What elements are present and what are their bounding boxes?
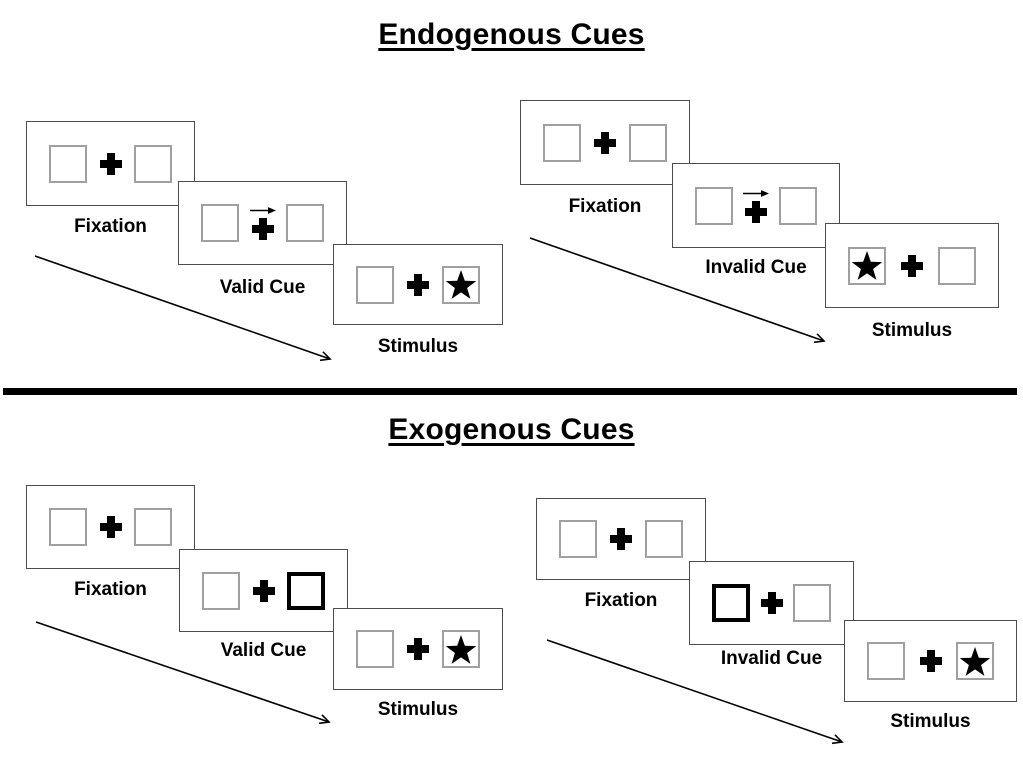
fixation-cross-icon — [251, 218, 274, 240]
placeholder-box-right — [645, 520, 683, 558]
exogenous-valid-cue-panel — [179, 549, 348, 632]
placeholder-box-right — [286, 204, 324, 242]
panel-label-fixation: Fixation — [74, 216, 147, 237]
endogenous-invalid-cue-panel — [672, 163, 840, 248]
panel-label-stimulus: Stimulus — [890, 711, 971, 732]
panel-label-cue: Invalid Cue — [705, 257, 807, 278]
panel-label-fixation: Fixation — [74, 579, 147, 600]
exogenous-invalid-cue-panel — [689, 561, 854, 645]
section-divider — [3, 388, 1017, 395]
placeholder-box-right — [629, 123, 667, 162]
panel-label-fixation: Fixation — [568, 196, 642, 217]
stimulus-box-right — [956, 642, 994, 680]
cue-box-bold-left — [712, 584, 750, 622]
placeholder-box-right — [938, 246, 976, 285]
panel-label-cue: Valid Cue — [220, 640, 307, 661]
panel-label-fixation: Fixation — [584, 590, 658, 611]
exogenous-invalid-fixation-panel — [536, 498, 706, 580]
fixation-cross-icon — [594, 131, 616, 154]
section-title-exogenous: Exogenous Cues — [388, 413, 635, 446]
placeholder-box-left — [202, 571, 240, 610]
endogenous-invalid-fixation-panel — [520, 100, 690, 185]
panel-label-cue: Valid Cue — [219, 277, 306, 298]
panel-label-stimulus: Stimulus — [871, 320, 953, 341]
panel-label-cue: Invalid Cue — [720, 648, 823, 669]
placeholder-box-left — [559, 520, 597, 558]
stimulus-box-right — [442, 630, 480, 668]
arrow-right-icon — [249, 206, 276, 215]
endogenous-valid-fixation-panel — [26, 121, 195, 206]
stimulus-box-right — [442, 265, 480, 304]
stimulus-box-left — [848, 246, 886, 285]
fixation-cross-icon — [99, 152, 122, 175]
placeholder-box-left — [356, 265, 394, 304]
fixation-cross-icon — [610, 528, 632, 550]
placeholder-box-left — [201, 204, 239, 242]
arrow-right-icon — [743, 189, 769, 198]
fixation-cross-icon — [407, 638, 429, 660]
star-icon — [851, 250, 883, 281]
panel-label-stimulus: Stimulus — [377, 699, 459, 720]
fixation-cross-icon — [760, 592, 783, 614]
placeholder-box-right — [134, 508, 172, 546]
fixation-cross-icon — [919, 650, 942, 672]
placeholder-box-right — [134, 144, 172, 183]
fixation-cross-icon — [745, 200, 767, 223]
endogenous-invalid-stimulus-panel — [825, 223, 999, 308]
placeholder-box-left — [867, 642, 905, 680]
placeholder-box-left — [356, 630, 394, 668]
placeholder-box-left — [695, 186, 733, 225]
exogenous-valid-fixation-panel — [26, 485, 195, 569]
placeholder-box-right — [779, 186, 817, 225]
star-icon — [959, 646, 991, 677]
endogenous-valid-cue-panel — [178, 181, 347, 265]
star-icon — [445, 269, 477, 300]
fixation-cross-icon — [99, 516, 122, 538]
endogenous-valid-stimulus-panel — [333, 244, 503, 325]
section-title-endogenous: Endogenous Cues — [378, 18, 645, 51]
cue-box-bold-right — [287, 571, 325, 610]
fixation-cross-icon — [901, 254, 923, 277]
placeholder-box-right — [793, 584, 831, 622]
placeholder-box-left — [543, 123, 581, 162]
panel-label-stimulus: Stimulus — [377, 336, 459, 357]
star-icon — [445, 634, 477, 665]
exogenous-valid-stimulus-panel — [333, 608, 503, 690]
exogenous-invalid-stimulus-panel — [844, 620, 1017, 702]
placeholder-box-left — [49, 508, 87, 546]
placeholder-box-left — [49, 144, 87, 183]
fixation-cross-icon — [407, 273, 429, 296]
fixation-cross-icon — [252, 579, 275, 602]
